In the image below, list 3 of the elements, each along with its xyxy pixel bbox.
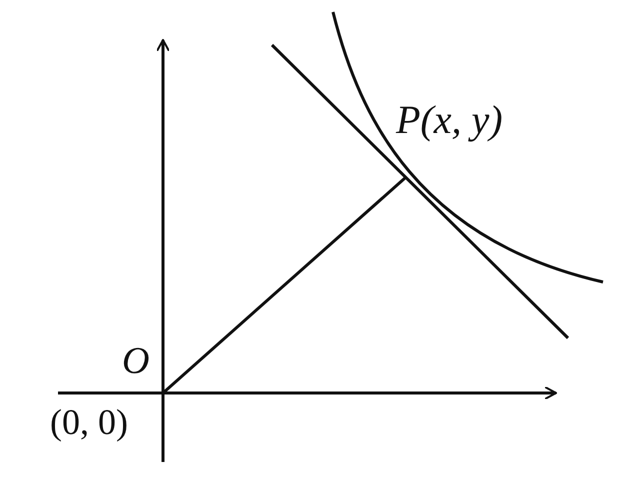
point-label: P(x, y)	[396, 100, 503, 140]
coordinate-label: (0, 0)	[50, 404, 128, 440]
origin-label: O	[122, 342, 150, 380]
